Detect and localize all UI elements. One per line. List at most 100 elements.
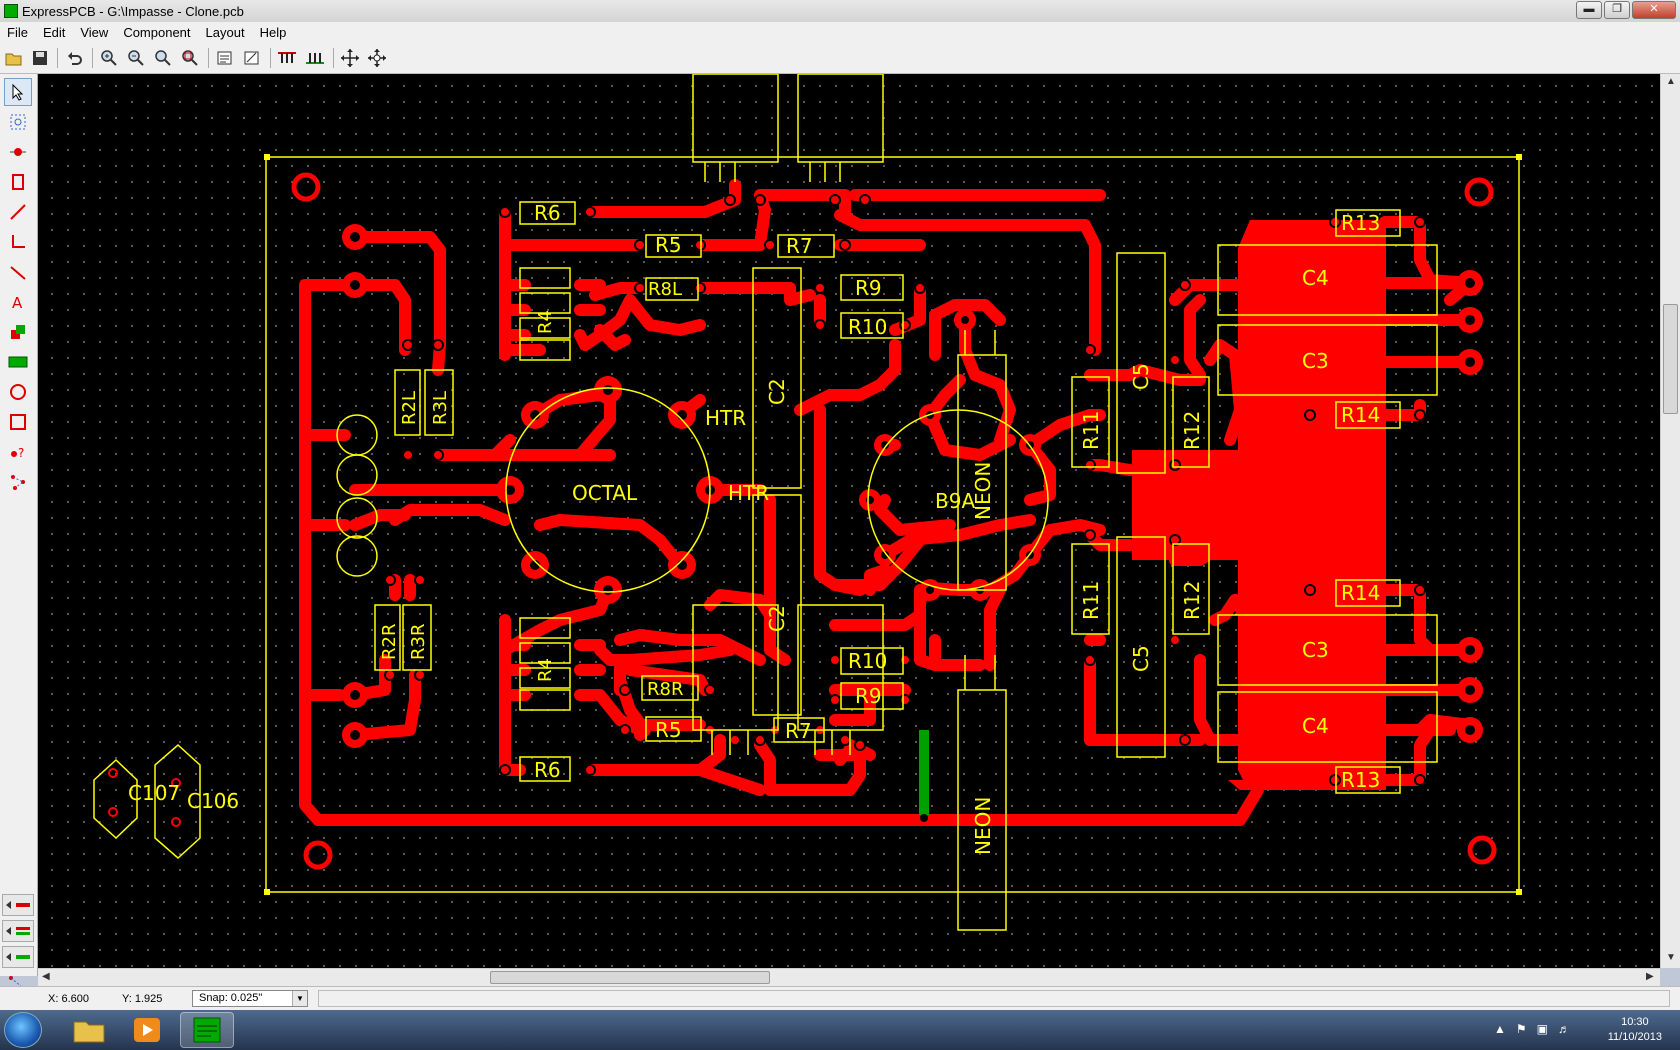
- label-c3-bot: C3: [1302, 638, 1329, 662]
- label-r13-top: R13: [1341, 211, 1380, 235]
- circle-tool[interactable]: [4, 378, 32, 406]
- menu-file[interactable]: File: [7, 24, 28, 40]
- horizontal-scroll-thumb[interactable]: [490, 971, 770, 984]
- taskbar: ▲ ⚑ ▣ ♬ 10:30 11/10/2013: [0, 1010, 1680, 1050]
- component-tool[interactable]: [4, 168, 32, 196]
- label-r14-bot: R14: [1341, 581, 1380, 605]
- label-c2-bot: C2: [765, 605, 789, 632]
- zoom-out-icon[interactable]: [124, 46, 148, 70]
- network-icon[interactable]: ▣: [1536, 1022, 1548, 1036]
- board-tool[interactable]: [4, 348, 32, 376]
- volume-icon[interactable]: ♬: [1558, 1022, 1570, 1036]
- expresspcb-taskbar-icon[interactable]: [180, 1012, 234, 1048]
- component-properties-icon[interactable]: [240, 46, 264, 70]
- tool-palette: A ?: [0, 74, 38, 990]
- bottom-layer-icon[interactable]: [303, 46, 327, 70]
- pad-tool[interactable]: [4, 138, 32, 166]
- menu-help[interactable]: Help: [259, 24, 287, 40]
- mounting-holes: [291, 172, 1497, 870]
- properties-icon[interactable]: [213, 46, 237, 70]
- move-center-icon[interactable]: [365, 46, 389, 70]
- label-r8l: R8L: [648, 279, 682, 300]
- scroll-down-icon[interactable]: ▼: [1666, 952, 1676, 963]
- menu-layout[interactable]: Layout: [205, 24, 245, 40]
- x-coordinate: X: 6.600: [48, 993, 89, 1005]
- label-r11-top: R11: [1079, 411, 1103, 450]
- zoom-fit-icon[interactable]: [151, 46, 175, 70]
- shape-tool[interactable]: [4, 318, 32, 346]
- label-r13-bot: R13: [1341, 768, 1380, 792]
- line-tool[interactable]: [4, 258, 32, 286]
- label-c5-bot: C5: [1129, 645, 1153, 672]
- zoom-select-tool[interactable]: [4, 108, 32, 136]
- label-c4-top: C4: [1302, 266, 1329, 290]
- menu-edit[interactable]: Edit: [42, 24, 66, 40]
- label-htr-1: HTR: [705, 406, 746, 430]
- top-layer-icon[interactable]: [275, 46, 299, 70]
- label-r9-top: R9: [855, 276, 882, 300]
- label-c4-bot: C4: [1302, 714, 1329, 738]
- media-player-taskbar-icon[interactable]: [120, 1012, 174, 1048]
- rect-tool[interactable]: [4, 408, 32, 436]
- select-tool[interactable]: [4, 78, 32, 106]
- trace-tool[interactable]: [4, 198, 32, 226]
- minimize-button[interactable]: ▬: [1576, 1, 1602, 19]
- zoom-in-icon[interactable]: [97, 46, 121, 70]
- zoom-area-icon[interactable]: [178, 46, 202, 70]
- vertical-scrollbar[interactable]: ▲ ▼: [1660, 74, 1680, 968]
- query-tool[interactable]: ?: [4, 438, 32, 466]
- snap-select[interactable]: Snap: 0.025" ▼: [192, 990, 308, 1007]
- label-r2l: R2L: [399, 391, 420, 425]
- start-button[interactable]: [4, 1012, 42, 1048]
- label-r7-bot: R7: [785, 719, 812, 743]
- clock-time: 10:30: [1621, 1016, 1649, 1028]
- label-r2r: R2R: [379, 624, 400, 660]
- layer-top-button[interactable]: [2, 894, 34, 916]
- label-r5-bot: R5: [655, 718, 682, 742]
- label-r3l: R3L: [430, 391, 451, 425]
- layer-bottom-button[interactable]: [2, 946, 34, 968]
- app-icon: [4, 4, 18, 18]
- status-message: [318, 990, 1670, 1007]
- pcb-canvas[interactable]: R6 R5 R7 R8L R9 R10 HTR HTR OCTAL B9A C4…: [38, 74, 1660, 968]
- y-coordinate: Y: 1.925: [122, 993, 163, 1005]
- move-icon[interactable]: [338, 46, 362, 70]
- menu-bar: File Edit View Component Layout Help: [0, 22, 1680, 42]
- close-button[interactable]: ✕: [1632, 1, 1676, 19]
- menu-view[interactable]: View: [80, 24, 109, 40]
- label-neon-bot: NEON: [971, 797, 995, 855]
- label-htr-2: HTR: [728, 481, 769, 505]
- label-r14-top: R14: [1341, 403, 1380, 427]
- text-tool[interactable]: A: [4, 288, 32, 316]
- netlist-tool[interactable]: [4, 468, 32, 496]
- layer-both-button[interactable]: [2, 920, 34, 942]
- chevron-down-icon[interactable]: ▼: [292, 991, 307, 1006]
- flag-icon[interactable]: ⚑: [1515, 1022, 1527, 1036]
- save-icon[interactable]: [28, 46, 52, 70]
- menu-component[interactable]: Component: [123, 24, 191, 40]
- label-r12-bot: R12: [1180, 581, 1204, 620]
- scroll-up-icon[interactable]: ▲: [1666, 76, 1676, 87]
- angle-trace-tool[interactable]: [4, 228, 32, 256]
- clock-date: 11/10/2013: [1607, 1031, 1662, 1043]
- label-r8r: R8R: [647, 679, 683, 700]
- open-icon[interactable]: [2, 46, 26, 70]
- horizontal-scrollbar[interactable]: ◀ ▶: [38, 968, 1660, 986]
- clock[interactable]: 10:30 11/10/2013: [1608, 1015, 1662, 1045]
- label-r9-bot: R9: [855, 684, 882, 708]
- scroll-right-icon[interactable]: ▶: [1646, 971, 1654, 982]
- label-r10-top: R10: [848, 315, 887, 339]
- label-r6-bot: R6: [534, 758, 561, 782]
- undo-icon[interactable]: [62, 46, 86, 70]
- show-hidden-icons-icon[interactable]: ▲: [1494, 1022, 1506, 1036]
- maximize-button[interactable]: ❐: [1604, 1, 1630, 19]
- label-c106: C106: [187, 789, 239, 813]
- label-r11-bot: R11: [1079, 581, 1103, 620]
- scroll-left-icon[interactable]: ◀: [42, 971, 50, 982]
- explorer-taskbar-icon[interactable]: [62, 1012, 116, 1048]
- vertical-scroll-thumb[interactable]: [1663, 304, 1678, 414]
- svg-text:A: A: [12, 294, 23, 311]
- label-r4-bot: R4: [535, 658, 556, 682]
- snap-value: Snap: 0.025": [199, 992, 263, 1004]
- label-r5-top: R5: [655, 233, 682, 257]
